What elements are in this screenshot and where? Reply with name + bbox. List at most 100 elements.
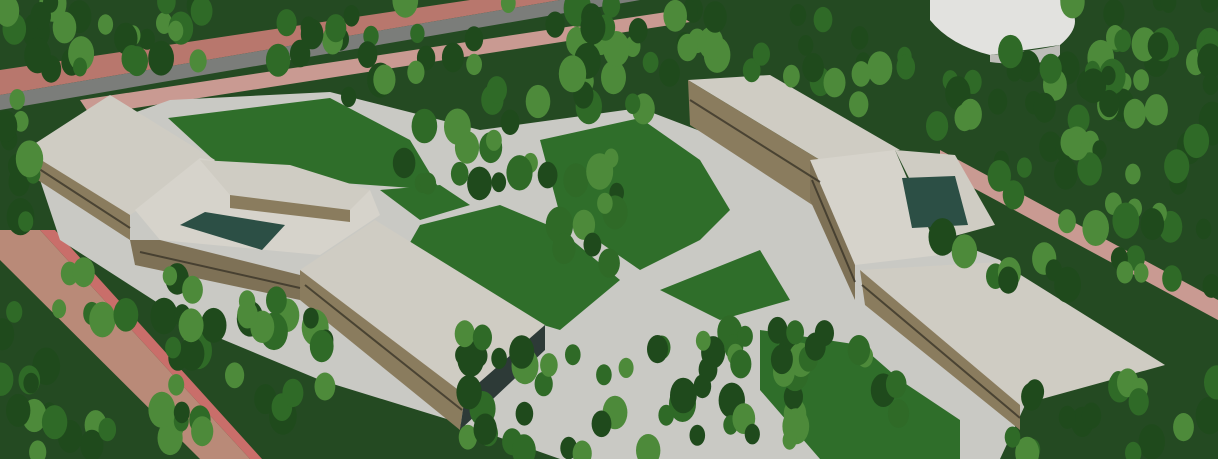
tree — [113, 298, 139, 332]
tree — [148, 391, 176, 428]
tree — [625, 93, 641, 114]
tree — [730, 349, 752, 379]
tree — [0, 362, 14, 396]
tree — [1123, 98, 1146, 129]
tree — [392, 0, 419, 18]
tree — [572, 440, 592, 459]
tree — [52, 11, 77, 44]
tree — [693, 374, 712, 399]
tree — [0, 0, 20, 27]
lawn-south-right — [660, 250, 790, 320]
tree — [647, 335, 668, 364]
tree — [565, 344, 581, 366]
tree — [0, 318, 15, 351]
tree — [1060, 128, 1082, 157]
tree — [1101, 65, 1116, 86]
tree — [867, 51, 893, 85]
tree — [786, 320, 804, 345]
tree — [1160, 0, 1177, 13]
tree — [798, 35, 814, 56]
tree — [150, 297, 178, 335]
tree — [572, 209, 596, 240]
tree — [1016, 157, 1032, 178]
tree — [178, 308, 204, 343]
tree — [189, 49, 207, 73]
tree — [148, 40, 175, 76]
tree — [813, 6, 833, 33]
tree — [179, 336, 205, 371]
tree — [23, 372, 39, 394]
tree — [802, 53, 824, 83]
tree — [926, 111, 949, 141]
left-pool — [180, 212, 285, 250]
tree — [162, 266, 178, 286]
tree — [1077, 152, 1102, 186]
tree — [491, 172, 507, 193]
tree — [1134, 263, 1149, 283]
tree — [1054, 158, 1078, 190]
tree — [168, 374, 185, 396]
tree — [97, 14, 114, 35]
left-building-upper-block — [200, 160, 370, 210]
left-building-facade-mid — [130, 240, 300, 300]
window-bands — [29, 99, 1021, 419]
tree — [419, 172, 437, 195]
tree — [602, 0, 621, 18]
tree — [357, 41, 378, 68]
tree — [125, 46, 148, 77]
tree — [0, 110, 18, 143]
tree — [598, 248, 620, 278]
right-pool — [902, 176, 968, 228]
tree — [958, 98, 982, 130]
tree — [537, 161, 558, 189]
tree — [41, 405, 68, 440]
tree — [392, 147, 416, 179]
tree — [80, 429, 104, 459]
tree — [265, 43, 291, 77]
tree — [752, 42, 771, 66]
tree — [441, 42, 464, 73]
tree — [1004, 426, 1021, 448]
tree — [642, 51, 659, 73]
tree — [173, 401, 190, 424]
tree — [1202, 73, 1218, 95]
tree — [823, 67, 846, 98]
tree — [282, 378, 304, 408]
tree — [1125, 441, 1142, 459]
tree — [847, 335, 871, 366]
tree — [98, 417, 117, 442]
tree — [52, 299, 67, 319]
tree — [1195, 396, 1218, 435]
tree — [1099, 89, 1120, 118]
tree — [689, 424, 706, 446]
tree — [767, 316, 788, 344]
tree — [165, 336, 182, 359]
tree — [411, 108, 438, 144]
tree — [885, 370, 907, 399]
white-building — [930, 0, 1075, 55]
tree — [343, 5, 360, 27]
right-building-roof-mid — [810, 150, 940, 265]
tree — [552, 232, 576, 265]
tree — [744, 423, 760, 445]
tree — [9, 89, 25, 110]
tree — [618, 357, 634, 378]
tree — [628, 18, 648, 44]
right-building-roof-south — [860, 262, 1165, 405]
tree — [1140, 208, 1165, 241]
tree — [887, 399, 910, 428]
tree — [314, 372, 336, 401]
tree — [789, 4, 807, 26]
tree — [6, 301, 23, 323]
tree — [603, 31, 630, 67]
pink-walkway-edge — [40, 230, 262, 459]
tree — [466, 53, 482, 76]
tree — [182, 275, 203, 304]
tree — [850, 26, 869, 50]
tree — [987, 160, 1011, 192]
tree — [1183, 123, 1210, 159]
tree — [512, 434, 536, 459]
tree — [1164, 149, 1190, 184]
tree — [373, 64, 396, 95]
tree — [851, 61, 871, 87]
